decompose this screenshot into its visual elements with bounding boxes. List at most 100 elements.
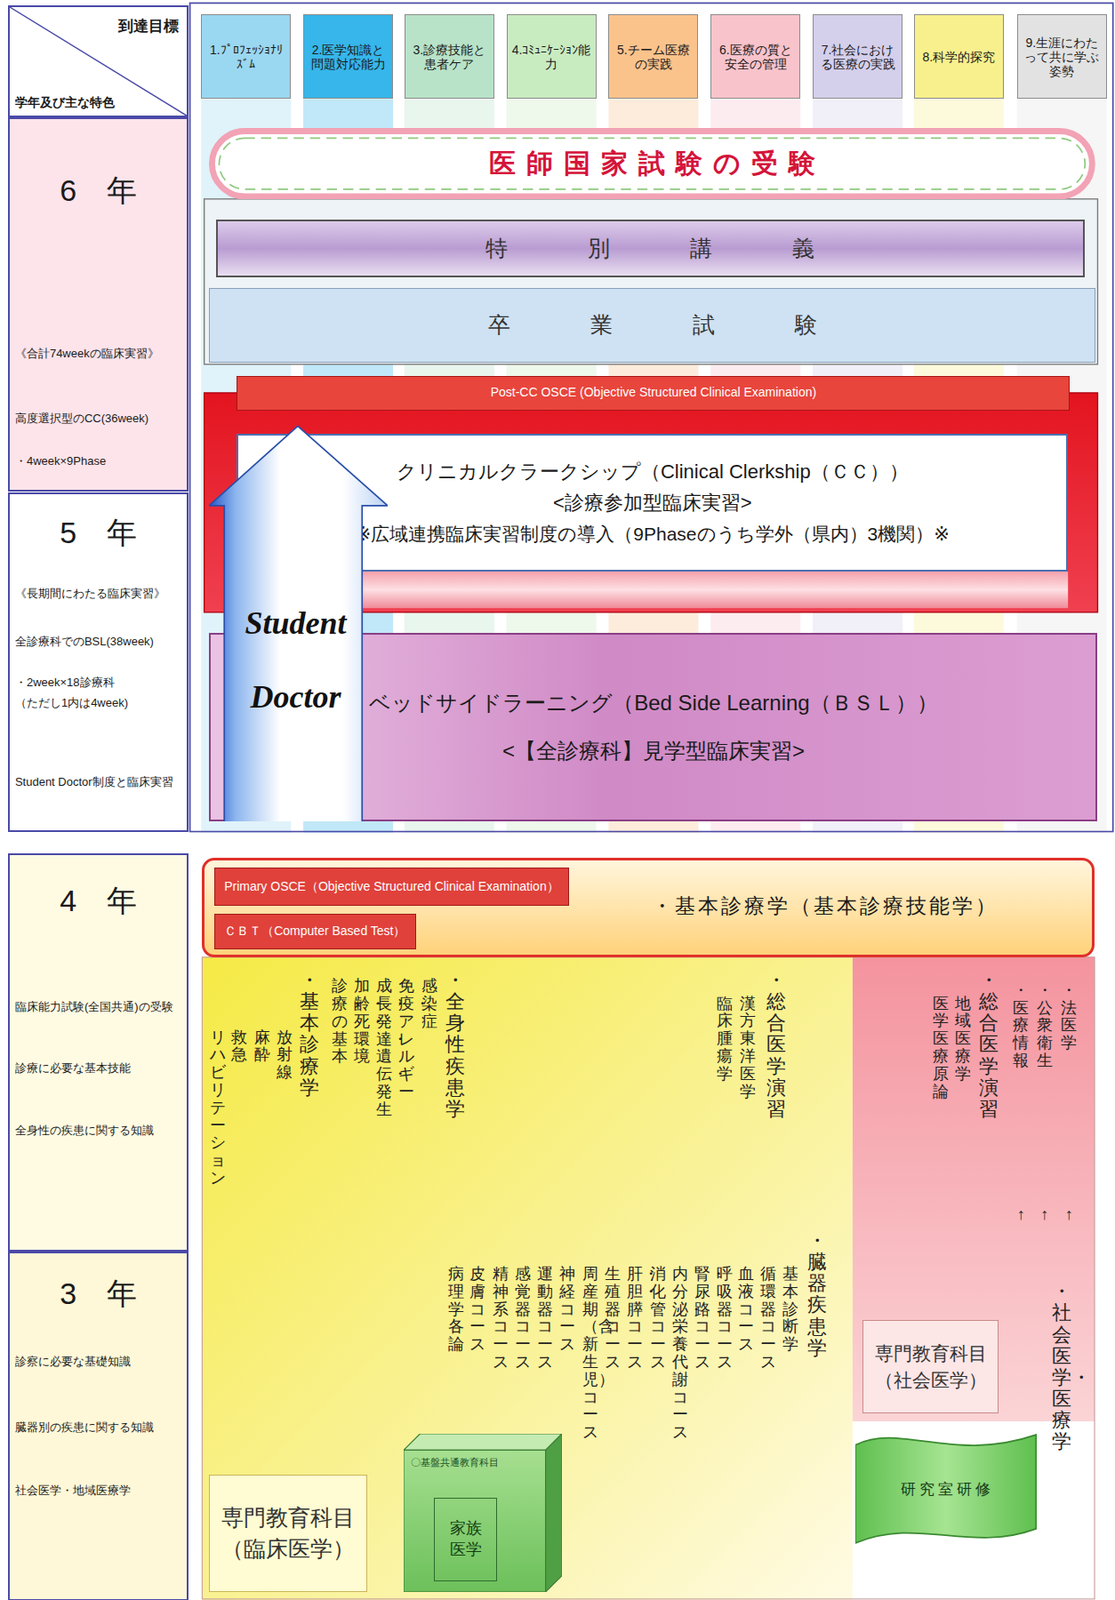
node-text: ※広域連携臨床実習制度の導入（9Phaseのうち学外（県内）3機関）※ bbox=[355, 522, 950, 546]
sixth-year-frame bbox=[204, 199, 1099, 365]
cube-front bbox=[403, 1451, 546, 1594]
subject-heading: ・臓器疾患学 bbox=[807, 1230, 827, 1360]
goal-header: 3.診療技能と患者ケア bbox=[404, 14, 495, 99]
subject-label: ・公衆衛生 bbox=[1036, 982, 1053, 1071]
node-text: ・基本診療学（基本診療技能学） bbox=[651, 893, 999, 920]
subject-label: 成長・発達・遺伝・発生 bbox=[376, 978, 393, 1119]
text-group: 8.科学的探究 bbox=[922, 49, 995, 65]
text-group: クリニカルクラークシップ（Clinical Clerkship（ＣＣ）） <診療参… bbox=[355, 459, 950, 546]
node-text: 3.診療技能と患者ケア bbox=[408, 42, 491, 72]
node-text: ベッドサイドラーニング（Bed Side Learning（ＢＳＬ）） bbox=[368, 689, 938, 717]
subject-label: 消化管コース bbox=[649, 1266, 666, 1372]
subject-label: 加齢・死・環境 bbox=[353, 978, 370, 1067]
lab-training-flag: 研究室研修 bbox=[855, 1427, 1036, 1552]
flag-body bbox=[855, 1435, 1036, 1545]
basic-clinical-box: ・基本診療学（基本診療技能学） Primary OSCE（Objective St… bbox=[201, 858, 1095, 959]
text-group: 1.ﾌﾟﾛﾌｪｯｼｮﾅﾘｽﾞﾑ bbox=[204, 42, 288, 72]
subject-label: 感染症 bbox=[421, 978, 438, 1031]
node-text: 9.生涯にわたって共に学ぶ姿勢 bbox=[1020, 35, 1104, 79]
goal-header: 7.社会における医療の実践 bbox=[812, 14, 903, 99]
node-text: <診療参加型臨床実習> bbox=[553, 490, 753, 516]
text-group: 専門教育科目 （社会医学） bbox=[866, 1340, 995, 1394]
text-group: 4.ｺﾐｭﾆｹｰｼｮﾝ能力 bbox=[510, 42, 594, 72]
node-text: 家族医学 bbox=[449, 1518, 482, 1561]
subject-label: ・法医学 bbox=[1060, 982, 1077, 1053]
node-text: クリニカルクラークシップ（Clinical Clerkship（ＣＣ）） bbox=[396, 459, 909, 485]
upper-frame bbox=[190, 2, 1114, 832]
subject-label: 診療の基本 bbox=[331, 978, 348, 1067]
node-text: 診療に必要な基本技能 bbox=[15, 1061, 131, 1076]
text-group: 専門教育科目 （臨床医学） bbox=[213, 1502, 363, 1565]
text-group: 2.医学知識と問題対応能力 bbox=[306, 42, 390, 72]
subject-label: 免疫・アレルギー bbox=[398, 978, 415, 1102]
subject-label: 地域医療学 bbox=[954, 995, 971, 1084]
node-text: 6.医療の質と安全の管理 bbox=[713, 42, 797, 72]
subject-label: 神経コース bbox=[559, 1266, 576, 1355]
text-group: ＣＢＴ（Computer Based Test） bbox=[224, 923, 406, 940]
banner-inner-line bbox=[219, 137, 1086, 189]
subject-label: 内分泌・栄養代謝コース bbox=[672, 1266, 689, 1443]
exam-tag: Primary OSCE（Objective Structured Clinic… bbox=[214, 867, 570, 906]
node-text: 全身性の疾患に関する知識 bbox=[15, 1123, 154, 1139]
node-text: 1.ﾌﾟﾛﾌｪｯｼｮﾅﾘｽﾞﾑ bbox=[204, 42, 288, 72]
goal-header: 1.ﾌﾟﾛﾌｪｯｼｮﾅﾘｽﾞﾑ bbox=[200, 14, 291, 99]
cube-top bbox=[403, 1434, 562, 1451]
node-text: 《合計74weekの臨床実習》 bbox=[15, 346, 160, 361]
subject-label: 病理学各論 bbox=[448, 1266, 465, 1355]
text-group: 医師国家試験の受験 bbox=[478, 146, 827, 181]
text-group: ベッドサイドラーニング（Bed Side Learning（ＢＳＬ）） <【全診療… bbox=[368, 689, 938, 765]
lower-frame bbox=[201, 957, 1095, 1600]
subject-label: 救急 bbox=[231, 1029, 248, 1066]
subject-label: ・医療情報 bbox=[1012, 982, 1029, 1071]
subject-label: 医学・医療原論 bbox=[932, 995, 949, 1102]
goal-header: 6.医療の質と安全の管理 bbox=[710, 14, 801, 99]
corner-cell: 到達目標学年及び主な特色 bbox=[8, 5, 189, 118]
node-text: 医師国家試験の受験 bbox=[478, 146, 827, 181]
goal-header: 2.医学知識と問題対応能力 bbox=[303, 14, 394, 99]
subject-heading: ・全身性疾患学 bbox=[445, 970, 466, 1121]
node-text: 到達目標 bbox=[118, 16, 179, 36]
subject-label: リハビリテーション bbox=[209, 1029, 226, 1188]
node-text: 7.社会における医療の実践 bbox=[816, 42, 899, 72]
node-text: ＣＢＴ（Computer Based Test） bbox=[224, 923, 406, 940]
subject-heading: ・社会医学・医療学 bbox=[1051, 1281, 1072, 1454]
node-text: 社会医学・地域医療学 bbox=[15, 1483, 131, 1499]
text-group: 6.医療の質と安全の管理 bbox=[713, 42, 797, 72]
subject-label: 基本診断学 bbox=[782, 1266, 799, 1355]
year-label: 5 年《長期間にわたる臨床実習》全診療科でのBSL(38week)・2week×… bbox=[8, 492, 189, 833]
subject-heading: ・総合医学演習 bbox=[766, 970, 787, 1121]
cube-side bbox=[545, 1434, 562, 1593]
node-text: ・4week×9Phase bbox=[15, 454, 106, 469]
goal-header: 4.ｺﾐｭﾆｹｰｼｮﾝ能力 bbox=[506, 14, 597, 99]
node-text: 全診療科でのBSL(38week) bbox=[15, 634, 154, 650]
node-text: 5.チーム医療の実践 bbox=[611, 42, 695, 72]
goal-header: 9.生涯にわたって共に学ぶ姿勢 bbox=[1017, 14, 1107, 99]
node-text: 卒業試験 bbox=[408, 311, 898, 339]
text-group: 特別講義 bbox=[405, 234, 895, 263]
arrow-mark: ↑ bbox=[1060, 1206, 1077, 1225]
arrow-mark: ↑ bbox=[1036, 1206, 1053, 1225]
text-group: 9.生涯にわたって共に学ぶ姿勢 bbox=[1020, 35, 1104, 79]
subject-heading: ・総合医学演習 bbox=[978, 970, 999, 1121]
node-text: 特別講義 bbox=[405, 234, 895, 263]
node-text: 5 年 bbox=[9, 513, 187, 553]
node-text: <【全診療科】見学型臨床実習> bbox=[502, 737, 805, 765]
diagonal-line bbox=[9, 7, 187, 116]
subject-label: 運動器コース bbox=[537, 1266, 554, 1372]
text-group: 3.診療技能と患者ケア bbox=[408, 42, 491, 72]
student-doctor-arrow: Student Doctor bbox=[208, 424, 388, 823]
node-text: 学年及び主な特色 bbox=[15, 95, 115, 112]
goal-header: 8.科学的探究 bbox=[914, 14, 1004, 99]
node-text: 4 年 bbox=[9, 881, 187, 920]
column-stripes bbox=[200, 98, 1107, 835]
subject-label: 漢方東洋医学 bbox=[739, 995, 756, 1102]
node-text: 8.科学的探究 bbox=[922, 49, 995, 65]
arrow-mark: ↑ bbox=[1012, 1206, 1029, 1225]
node-text: Primary OSCE（Objective Structured Clinic… bbox=[224, 879, 560, 896]
subject-label: 放射線 bbox=[276, 1029, 293, 1083]
node-text: Student Doctor bbox=[232, 586, 361, 735]
subject-label: 呼吸器コース bbox=[716, 1266, 733, 1372]
node-text: 6 年 bbox=[9, 171, 187, 210]
osce-bar: Post-CC OSCE (Objective Structured Clini… bbox=[236, 376, 1070, 411]
text-group: Post-CC OSCE (Objective Structured Clini… bbox=[490, 385, 817, 402]
